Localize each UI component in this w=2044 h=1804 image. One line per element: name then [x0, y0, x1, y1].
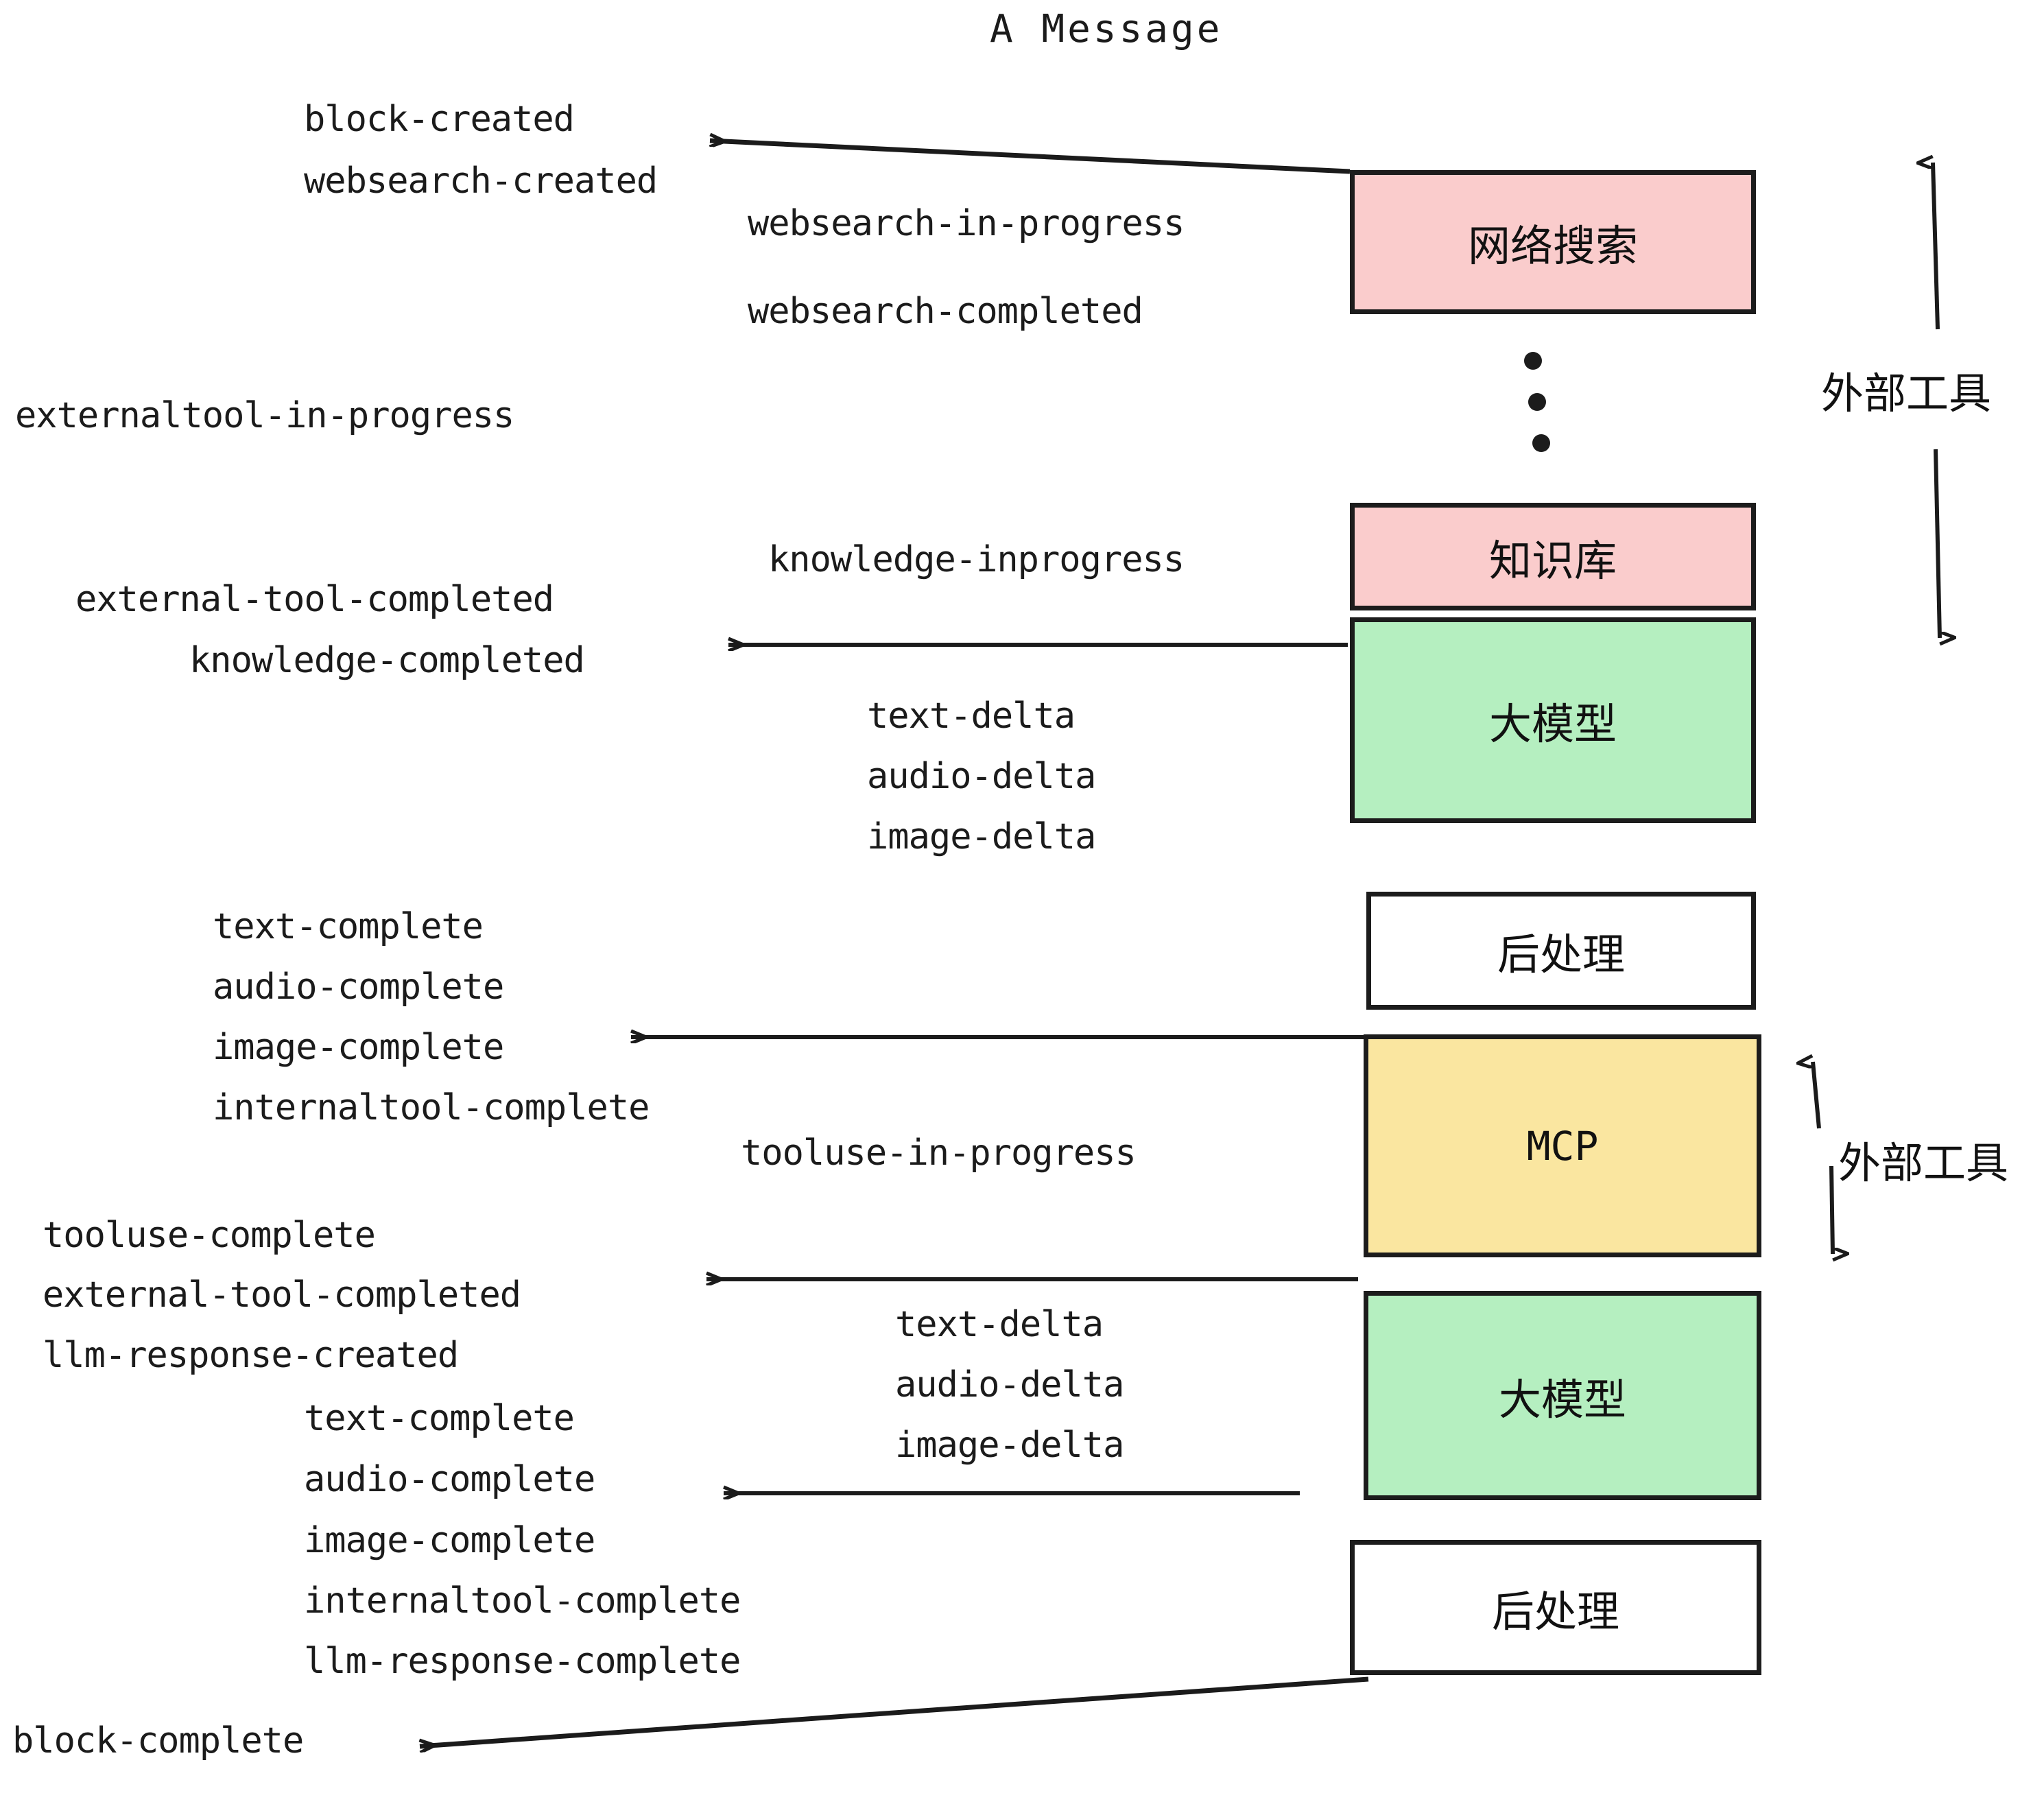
- event-label-image-delta-1: image-delta: [867, 816, 1096, 857]
- event-label-websearch-completed: websearch-completed: [748, 291, 1143, 332]
- node-llm-upper-label: 大模型: [1488, 699, 1617, 749]
- ellipsis-dot-1: [1524, 352, 1542, 370]
- event-label-internaltool-complete-2: internaltool-complete: [304, 1580, 741, 1622]
- node-llm-lower-label: 大模型: [1498, 1374, 1626, 1425]
- node-llm-lower[interactable]: 大模型: [1364, 1291, 1761, 1500]
- event-label-text-complete-2: text-complete: [304, 1398, 575, 1439]
- event-label-audio-complete-1: audio-complete: [213, 966, 504, 1008]
- node-knowledge-label: 知识库: [1488, 535, 1617, 586]
- event-label-websearch-in-progress: websearch-in-progress: [748, 203, 1185, 244]
- ellipsis-dot-2: [1528, 393, 1546, 411]
- page-title: A Message: [990, 7, 1223, 51]
- event-label-image-complete-1: image-complete: [213, 1027, 504, 1068]
- ellipsis-dot-3: [1532, 434, 1550, 452]
- event-label-audio-complete-2: audio-complete: [304, 1459, 595, 1500]
- event-label-block-complete: block-complete: [12, 1720, 304, 1761]
- node-websearch-label: 网络搜索: [1467, 221, 1638, 271]
- event-label-audio-delta-2: audio-delta: [895, 1364, 1124, 1405]
- event-label-external-tool-completed-1: external-tool-completed: [75, 579, 554, 620]
- group-label-external-tools-top: 外部工具: [1821, 368, 1992, 418]
- node-postprocess-upper[interactable]: 后处理: [1366, 892, 1756, 1010]
- event-label-text-delta-1: text-delta: [867, 696, 1076, 737]
- event-label-tooluse-complete: tooluse-complete: [43, 1215, 376, 1256]
- group-label-external-tools-bottom: 外部工具: [1838, 1138, 2009, 1188]
- event-label-external-tool-completed-2: external-tool-completed: [43, 1274, 521, 1316]
- node-websearch[interactable]: 网络搜索: [1350, 170, 1756, 314]
- event-label-audio-delta-1: audio-delta: [867, 756, 1096, 797]
- event-label-text-complete-1: text-complete: [213, 906, 484, 947]
- event-label-internaltool-complete-1: internaltool-complete: [213, 1087, 650, 1128]
- node-mcp-label: MCP: [1526, 1122, 1599, 1170]
- node-llm-upper[interactable]: 大模型: [1350, 617, 1756, 823]
- arrow-external-tools-top-up: [1933, 163, 1940, 330]
- event-label-externaltool-in-progress: externaltool-in-progress: [15, 395, 514, 436]
- node-postprocess-upper-label: 后处理: [1497, 929, 1625, 980]
- event-label-websearch-created: websearch-created: [304, 161, 658, 202]
- event-label-text-delta-2: text-delta: [895, 1304, 1104, 1345]
- node-mcp[interactable]: MCP: [1364, 1034, 1761, 1257]
- event-label-knowledge-inprogress: knowledge-inprogress: [768, 539, 1185, 580]
- event-label-image-complete-2: image-complete: [304, 1520, 595, 1561]
- arrow-external-tools-bottom-down: [1829, 1165, 1833, 1254]
- event-label-llm-response-created: llm-response-created: [43, 1335, 459, 1376]
- node-knowledge[interactable]: 知识库: [1350, 503, 1756, 610]
- event-label-llm-response-complete: llm-response-complete: [304, 1641, 741, 1682]
- arrow-block-created: [710, 141, 1351, 174]
- event-label-image-delta-2: image-delta: [895, 1425, 1124, 1466]
- node-postprocess-lower-label: 后处理: [1491, 1586, 1619, 1637]
- arrow-block-complete: [420, 1676, 1369, 1746]
- event-label-block-created: block-created: [304, 99, 575, 140]
- arrow-external-tools-top-down: [1934, 449, 1940, 638]
- node-postprocess-lower[interactable]: 后处理: [1350, 1540, 1761, 1675]
- event-label-tooluse-in-progress: tooluse-in-progress: [741, 1132, 1137, 1174]
- event-label-knowledge-completed: knowledge-completed: [189, 640, 585, 681]
- arrow-external-tools-bottom-up: [1813, 1062, 1821, 1129]
